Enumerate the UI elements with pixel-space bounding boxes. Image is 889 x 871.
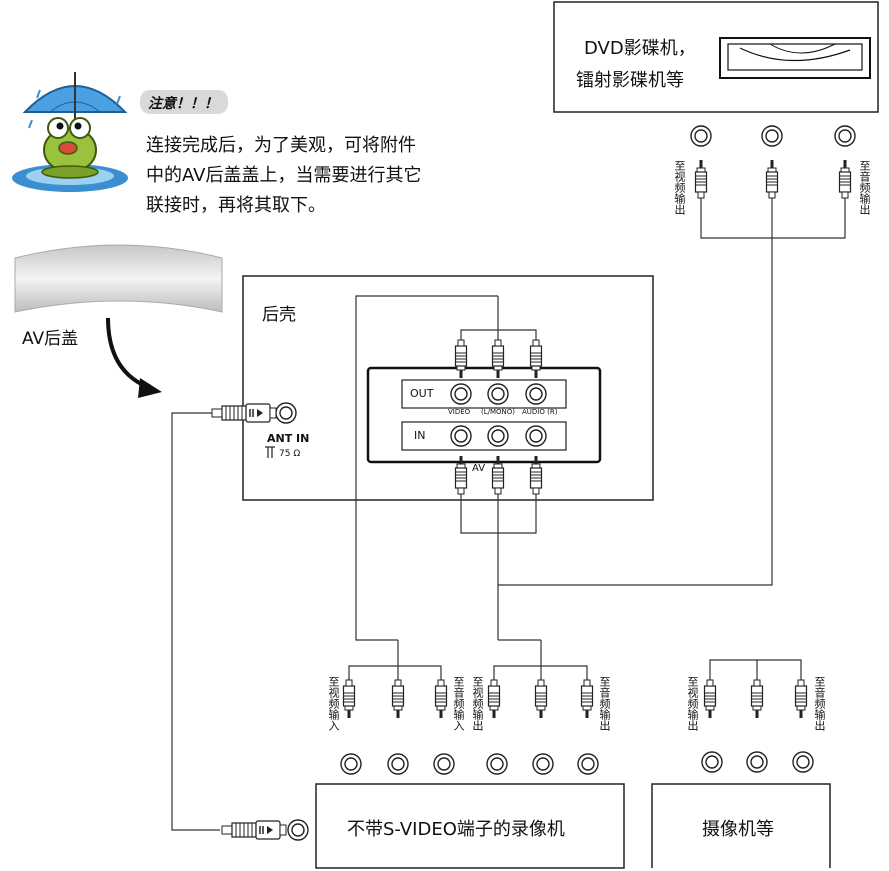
- in-audio-r-jack: [525, 425, 547, 447]
- dvd-audio-out-label: 至音频输出: [858, 160, 871, 215]
- notice-line-1: 连接完成后，为了美观，可将附件: [146, 135, 416, 156]
- out-video-jack: [450, 383, 472, 405]
- vcr-box: [315, 783, 625, 869]
- notice-line-2: 中的AV后盖盖上，当需要进行其它: [146, 165, 422, 186]
- camera-label: 摄像机等: [702, 819, 774, 840]
- audio-l-label: (L/MONO): [481, 408, 516, 416]
- camera-box: [651, 783, 831, 868]
- vcr-audio-out-label: 至音频输出: [598, 676, 611, 731]
- vcr-video-out-plug: [489, 680, 500, 718]
- dvd-label-line-1: DVD影碟机，: [584, 38, 696, 59]
- in-label: IN: [414, 429, 426, 442]
- dvd-label-line-2: 镭射影碟机等: [576, 70, 684, 91]
- vcr-antenna-plug: [221, 820, 287, 840]
- dvd-video-out-label: 至视频输出: [673, 160, 686, 215]
- vcr-jack-2: [387, 753, 409, 775]
- vcr-jack-5: [532, 753, 554, 775]
- av-cover-label: AV后盖: [22, 329, 79, 349]
- vcr-jack-4: [486, 753, 508, 775]
- camera-jack-2: [746, 751, 768, 773]
- dvd-drive-icon: [719, 37, 871, 79]
- vcr-audio-r-in-plug: [436, 680, 447, 718]
- audio-r-label: AUDIO (R): [522, 408, 558, 416]
- camera-video-plug: [705, 680, 716, 718]
- in-audio-l-jack: [487, 425, 509, 447]
- vcr-video-in-label: 至视频输入: [327, 676, 340, 731]
- curved-arrow-icon: [106, 317, 162, 398]
- vcr-jack-6: [577, 753, 599, 775]
- notice-bubble: [140, 90, 228, 114]
- frog-mascot-icon: [12, 72, 128, 192]
- ant-in-plug: [211, 403, 277, 423]
- camera-audio-r-plug: [796, 680, 807, 718]
- notice-line-3: 联接时，再将其取下。: [146, 195, 326, 216]
- dvd-video-plug: [694, 159, 708, 199]
- vcr-audio-l-in-plug: [393, 680, 404, 718]
- camera-video-out-label: 至视频输出: [686, 676, 699, 731]
- ant-ohm-label: 75 Ω: [279, 449, 301, 459]
- vcr-jack-1: [340, 753, 362, 775]
- dvd-audio-r-jack: [834, 125, 856, 147]
- out-label: OUT: [410, 387, 434, 400]
- av-label: AV: [472, 463, 486, 474]
- vcr-video-out-label: 至视频输出: [471, 676, 484, 731]
- wires: [171, 198, 846, 831]
- vcr-label: 不带S-VIDEO端子的录像机: [347, 819, 565, 840]
- vcr-audio-r-out-plug: [582, 680, 593, 718]
- vcr-audio-in-label: 至音频输入: [452, 676, 465, 731]
- ant-in-jack: [275, 402, 297, 424]
- vcr-antenna-jack: [287, 819, 309, 841]
- ant-in-label: ANT IN: [267, 432, 310, 445]
- camera-jack-3: [792, 751, 814, 773]
- video-label: VIDEO: [448, 408, 471, 416]
- in-video-jack: [450, 425, 472, 447]
- out-audio-l-jack: [487, 383, 509, 405]
- camera-audio-out-label: 至音频输出: [813, 676, 826, 731]
- notice-title: 注意！！！: [148, 96, 218, 112]
- vcr-audio-l-out-plug: [536, 680, 547, 718]
- dvd-audio-l-plug: [765, 159, 779, 199]
- out-audio-r-jack: [525, 383, 547, 405]
- dvd-audio-l-jack: [761, 125, 783, 147]
- camera-audio-l-plug: [752, 680, 763, 718]
- dvd-video-jack: [690, 125, 712, 147]
- vcr-jack-3: [433, 753, 455, 775]
- camera-jack-1: [701, 751, 723, 773]
- dvd-audio-r-plug: [838, 159, 852, 199]
- vcr-video-in-plug: [344, 680, 355, 718]
- antenna-symbol-icon: [265, 446, 275, 458]
- av-cover-icon: [14, 244, 223, 313]
- rear-shell-title: 后壳: [262, 305, 296, 325]
